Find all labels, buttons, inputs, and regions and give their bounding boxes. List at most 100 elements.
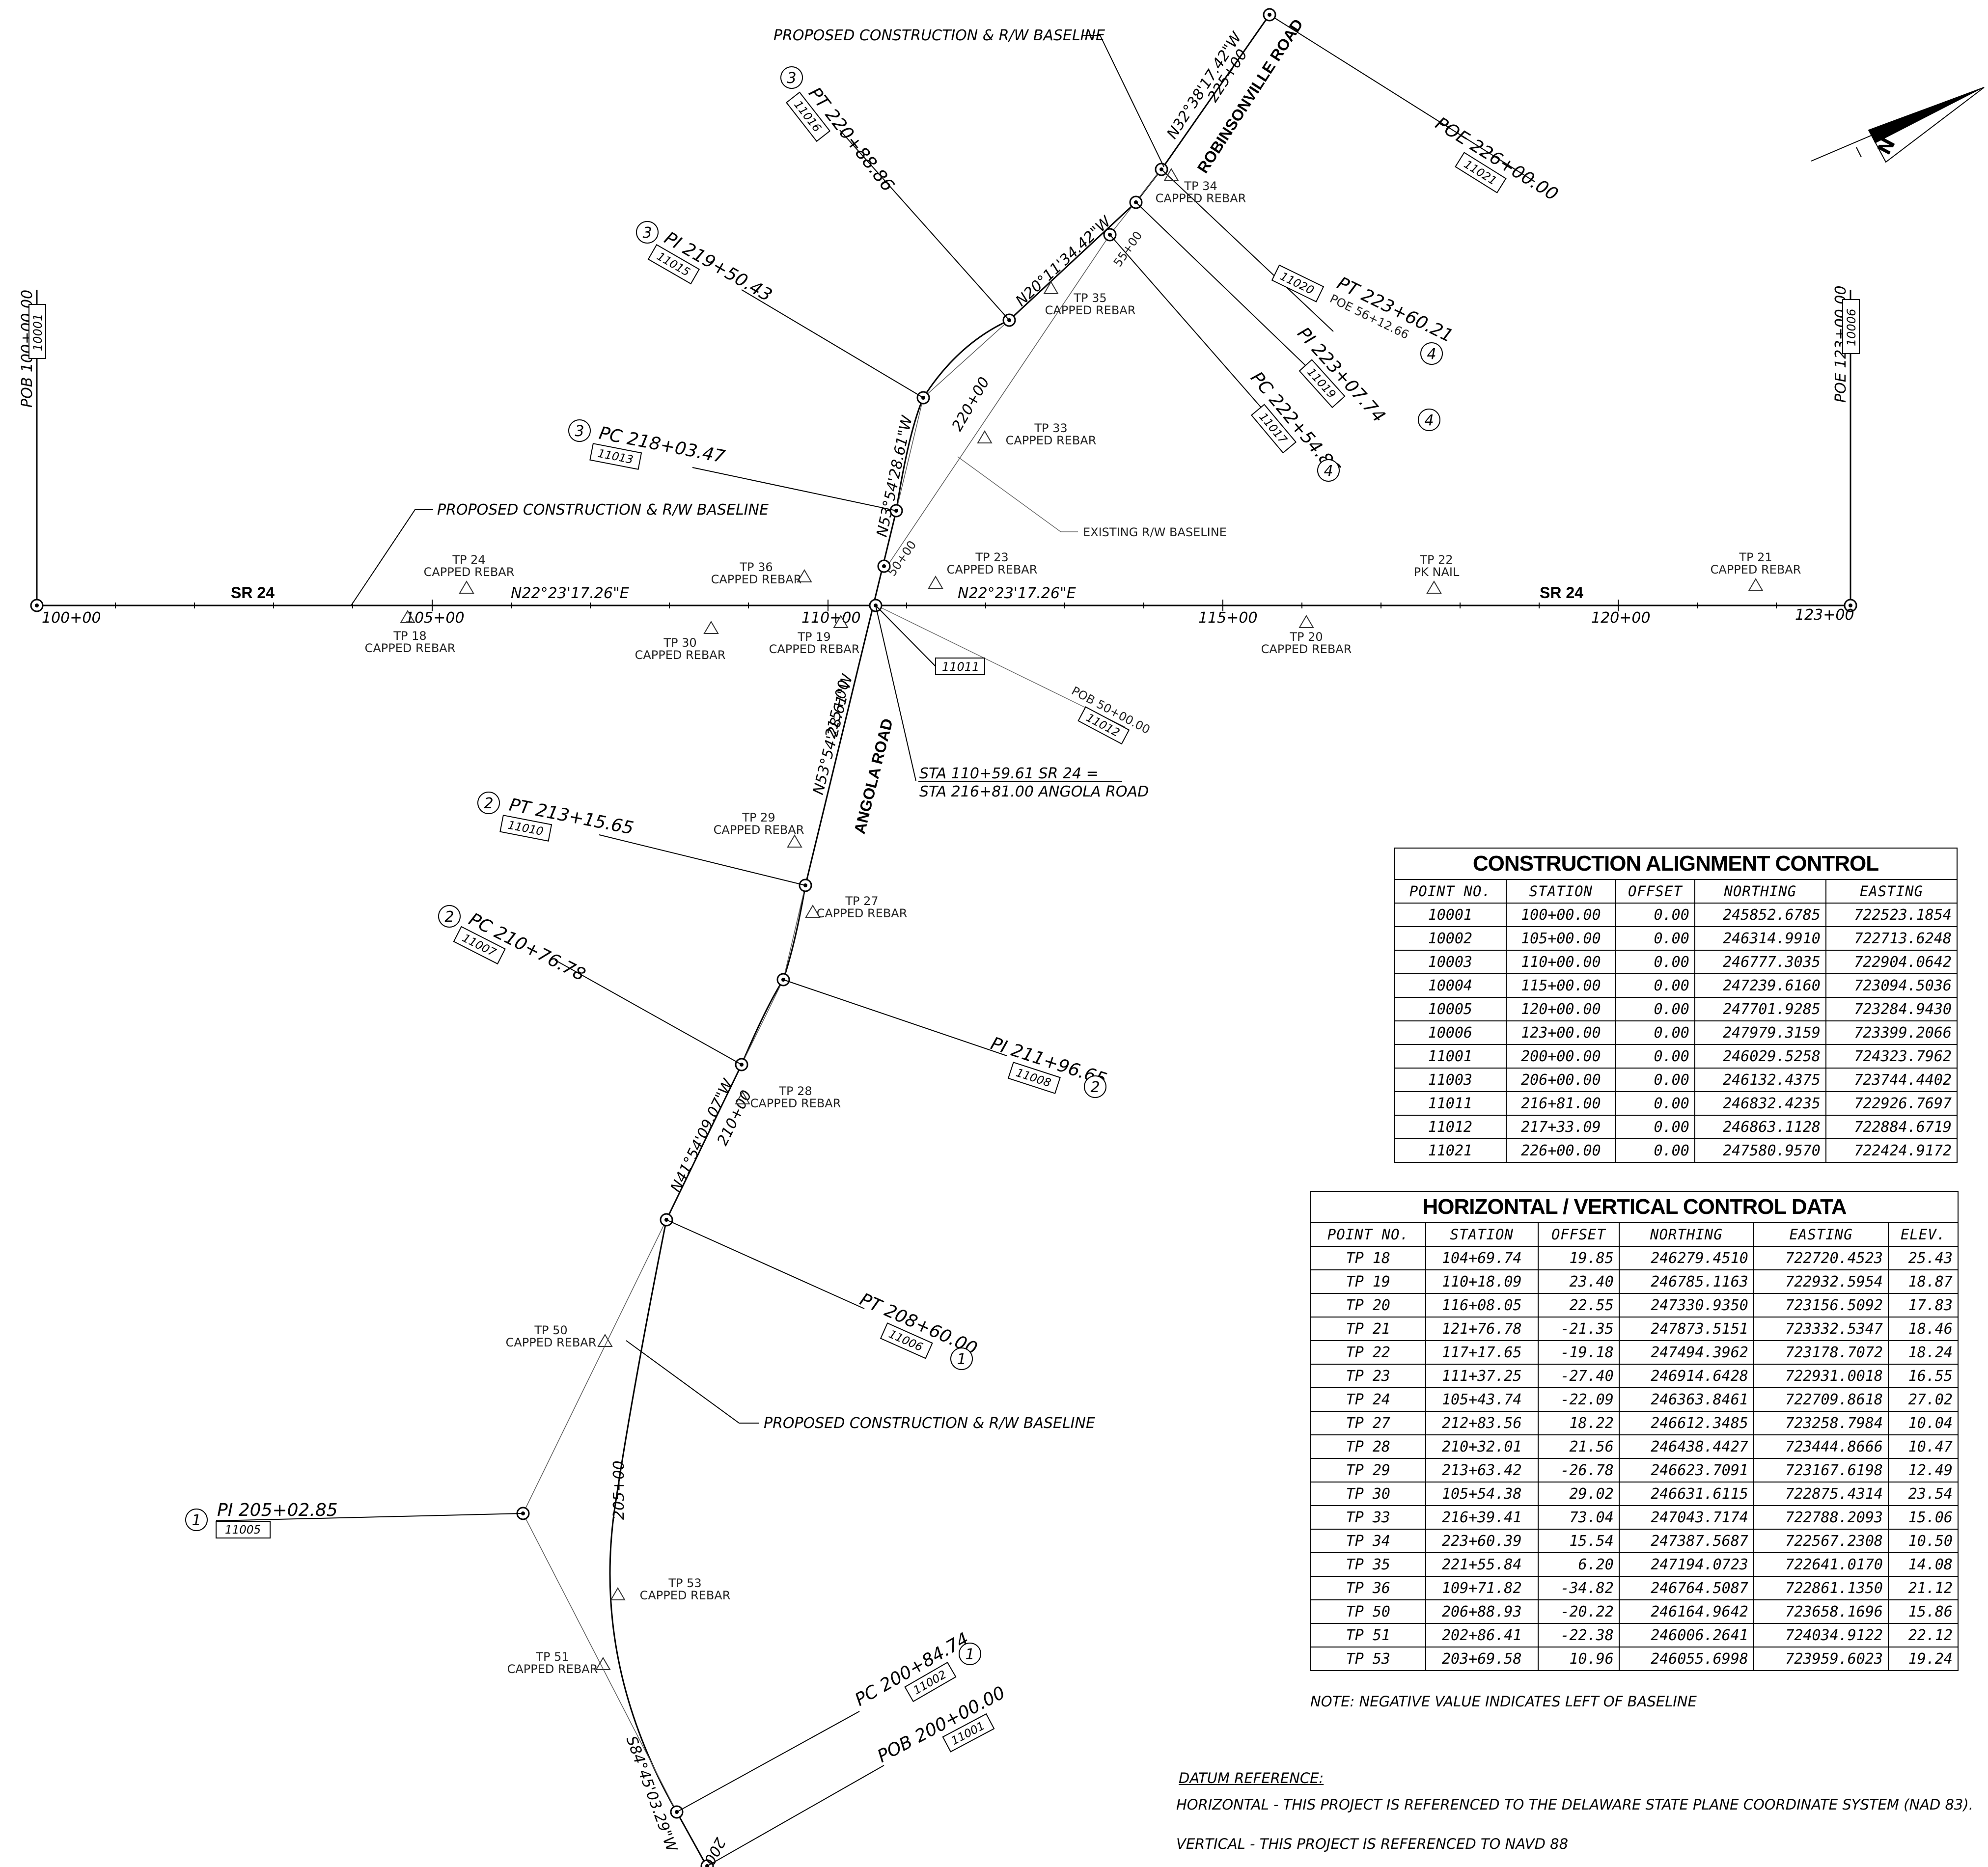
table-cell: 247701.9285 [1694,997,1826,1021]
table-cell: 117+17.65 [1425,1340,1539,1365]
table-cell: 104+69.74 [1425,1246,1539,1270]
svg-text:TP 20: TP 20 [1289,630,1323,644]
table-cell: TP 18 [1310,1246,1426,1270]
column-header: POINT NO. [1310,1222,1426,1247]
table-cell: 246863.1128 [1694,1115,1826,1139]
leader-pi223 [1135,202,1319,379]
svg-text:3: 3 [575,423,584,440]
traverse-point-tp21: TP 21 CAPPED REBAR [1711,550,1801,591]
svg-text:CAPPED REBAR: CAPPED REBAR [817,906,908,920]
label-existing-baseline: EXISTING R/W BASELINE [1083,525,1227,539]
road-name-sr24-west: SR 24 [231,584,275,602]
svg-text:TP 34: TP 34 [1184,179,1217,193]
traverse-point-tp34: TP 34 CAPPED REBAR [1156,168,1246,205]
table-cell: 10005 [1394,997,1507,1021]
traverse-point-tp29: TP 29 CAPPED REBAR [714,811,804,848]
table-cell: 11003 [1394,1068,1507,1092]
callout-pob-100-point: 10001 [28,304,46,359]
table-cell: 203+69.58 [1425,1647,1539,1671]
table-cell: 223+60.39 [1425,1529,1539,1553]
table-cell: 246631.6115 [1618,1482,1754,1506]
table-cell: -26.78 [1537,1458,1620,1483]
table-cell: TP 20 [1310,1293,1426,1318]
label-proposed-baseline-sr24: PROPOSED CONSTRUCTION & R/W BASELINE [437,501,769,519]
table-cell: 723658.1696 [1753,1599,1889,1624]
existing-row-baseline [876,456,1125,727]
table-cell: -22.09 [1537,1387,1620,1412]
table-cell: 724034.9122 [1753,1623,1889,1647]
table-cell: 22.12 [1887,1623,1959,1647]
table-cell: 723258.7984 [1753,1411,1889,1435]
table-cell: 722424.9172 [1825,1138,1958,1163]
table-cell: 10003 [1394,950,1507,974]
svg-text:2: 2 [444,908,454,926]
callout-poe226: POE 226+00.00 11021 [1432,113,1561,205]
svg-text:10001: 10001 [31,314,45,351]
traverse-point-tp35: TP 35 CAPPED REBAR [1044,281,1136,317]
table-cell: TP 51 [1310,1623,1426,1647]
table-cell: 0.00 [1615,1115,1695,1139]
callout-pob-50: POB 50+00.00 11012 [1069,684,1152,745]
svg-text:11005: 11005 [225,1524,261,1537]
table-cell: TP 30 [1310,1482,1426,1506]
table-cell: 216+81.00 [1505,1091,1617,1116]
svg-text:4: 4 [1424,412,1434,429]
table-cell: 21.12 [1887,1576,1959,1600]
svg-text:TP 19: TP 19 [797,630,830,644]
column-header: STATION [1425,1222,1539,1247]
table-cell: 723444.8666 [1753,1434,1889,1459]
table-cell: 722720.4523 [1753,1246,1889,1270]
svg-text:CAPPED REBAR: CAPPED REBAR [365,641,456,655]
leader-proposed-baseline-north [1083,35,1164,167]
leader-pob200 [707,1765,884,1867]
svg-text:PK NAIL: PK NAIL [1414,565,1460,579]
svg-text:TP 22: TP 22 [1419,553,1453,567]
leader-proposed-baseline-sr24 [351,509,433,606]
table-cell: 247239.6160 [1694,973,1826,998]
table-cell: 0.00 [1615,997,1695,1021]
table-cell: TP 23 [1310,1364,1426,1388]
svg-text:CAPPED REBAR: CAPPED REBAR [1045,303,1136,317]
curve-number-pi205: 1 [185,1509,208,1531]
curve-number-pi223: 4 [1418,409,1440,431]
table-cell: 11021 [1394,1138,1507,1163]
svg-text:11011: 11011 [942,660,979,674]
svg-text:TP 24: TP 24 [452,553,485,567]
svg-text:CAPPED REBAR: CAPPED REBAR [1156,192,1246,205]
table-cell: 6.20 [1537,1552,1620,1577]
road-name-sr24-east: SR 24 [1540,584,1583,602]
label-proposed-baseline-north: PROPOSED CONSTRUCTION & R/W BASELINE [773,27,1105,44]
table-cell: 23.40 [1537,1269,1620,1294]
table-cell: 18.22 [1537,1411,1620,1435]
column-header: EASTING [1825,879,1958,904]
table-cell: 206+00.00 [1505,1068,1617,1092]
table-cell: 723399.2066 [1825,1020,1958,1045]
table-cell: 216+39.41 [1425,1505,1539,1530]
traverse-point-tp53: TP 53 CAPPED REBAR [610,1576,730,1602]
svg-text:TP 33: TP 33 [1034,421,1067,435]
svg-text:1: 1 [192,1512,201,1529]
table-cell: TP 24 [1310,1387,1426,1412]
table-cell: 246006.2641 [1618,1623,1754,1647]
traverse-point-tp22: TP 22 PK NAIL [1414,553,1460,594]
table-cell: 723178.7072 [1753,1340,1889,1365]
table-cell: 722904.0642 [1825,950,1958,974]
table-cell: 116+08.05 [1425,1293,1539,1318]
traverse-points: TP 24 CAPPED REBAR TP 18 CAPPED REBAR TP… [365,168,1801,1676]
callout-pt223-point: 11020 [1271,264,1325,302]
traverse-point-tp19: TP 19 CAPPED REBAR [769,615,859,656]
table-cell: 23.54 [1887,1482,1959,1506]
note-negative-offset: NOTE: NEGATIVE VALUE INDICATES LEFT OF B… [1310,1693,1697,1710]
traverse-point-tp24: TP 24 CAPPED REBAR [424,553,514,594]
table-cell: 21.56 [1537,1434,1620,1459]
table-cell: 105+00.00 [1505,926,1617,951]
alignment-table-title: CONSTRUCTION ALIGNMENT CONTROL [1394,848,1958,879]
column-header: ELEV. [1887,1222,1959,1247]
